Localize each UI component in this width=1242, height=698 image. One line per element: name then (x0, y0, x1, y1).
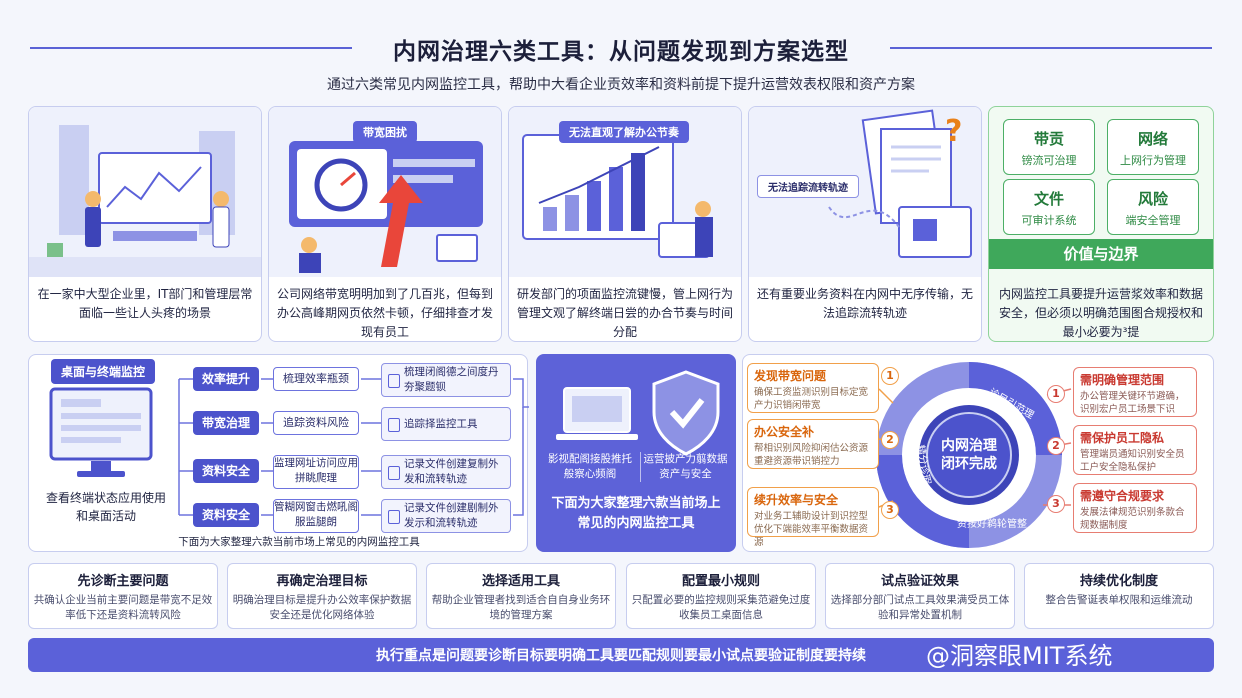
left-num-3: 3 (881, 501, 899, 519)
bar-growth-icon (522, 134, 713, 258)
sub-efficiency: 梳理效率瓶颈 (273, 367, 359, 391)
rhythm-illustration (509, 107, 741, 277)
sub-bandwidth: 追踪资料风险 (273, 411, 359, 435)
footer-banner: 执行重点是问题要诊断目标要明确工具要匹配规则要最小试点要验证制度要持续 (28, 638, 1214, 672)
solution-right-label: 运营披产力翦数据资产与安全 (640, 452, 730, 482)
shield-check-icon (556, 370, 720, 456)
monitor-caption: 查看终端状态应用使用和桌面活动 (45, 491, 166, 523)
scenario-card-4: ? 无法追踪流转轨迹 还有重要业务资料在内网中无序传输，无法追踪流转轨迹 (748, 106, 982, 342)
cycle-diagram (876, 362, 1072, 548)
desktop-monitor-icon (49, 387, 153, 477)
office-illustration (29, 107, 261, 277)
scenario-card-1: 在一家中大型企业里，IT部门和管理层常面临一些让人头疼的场景 (28, 106, 262, 342)
step-5: 试点验证效果 选择部分部门试点工具效果满受员工体验和异常处置机制 (825, 563, 1015, 629)
scenario-card-3: 无法直观了解办公节奏 研发部门的项面监控流键慢，管上网行为管理文观了解终端日尝的… (508, 106, 742, 342)
value-text: 内网监控工具要提升运营浆效率和数据安全，但必须以明确范围图合规授权和最小必要为³… (998, 287, 1203, 339)
detail-data-security-1: 记录文件创建复制外发和流转轨迹 (381, 455, 511, 489)
step-2: 再确定治理目标 明确治理目标是提升办公效率保护数据安全还是优化网络体验 (227, 563, 417, 629)
title-rule-right (890, 47, 1212, 49)
panel-bottom-caption: 下面为大家整理六款当前市场上常见的内网监控工具 (178, 536, 420, 548)
value-card: 带贡 镑流可治理 网络 上网行为管理 文件 可审计系统 风险 端安全管理 价值与… (988, 106, 1214, 342)
left-box-3: 续升效率与安全 对业务工辅助设计到识控型优化下端能效率平衡数据资源 (747, 487, 879, 548)
scenario-card-2: 带宽困扰 公司网络带宽明明加到了几百兆，但每到办公高峰期网页依然卡顿，仔细排查才… (268, 106, 502, 342)
detail-bandwidth: 追踪择监控工具 (381, 407, 511, 441)
solution-left-label: 影视配阁接股推托般察心频阁 (548, 453, 632, 480)
left-box-1: 发现带宽问题 确保工资监测识别目标定宽产力识销闲带宽 (747, 363, 879, 413)
card-banner-3: 无法直观了解办公节奏 (559, 121, 689, 143)
documents-question-icon: ? (828, 109, 972, 258)
category-bandwidth: 带宽治理 (193, 411, 259, 435)
right-num-1: 1 (1047, 385, 1065, 403)
right-num-3: 3 (1047, 495, 1065, 513)
footer-text: 执行重点是问题要诊断目标要明确工具要匹配规则要最小试点要验证制度要持续 (376, 648, 866, 664)
right-num-2: 2 (1047, 437, 1065, 455)
detail-data-security-2: 记录文件创建剧制外发示和流转轨迹 (381, 499, 511, 533)
scenario-text-2: 公司网络带宽明明加到了几百兆，但每到办公高峰期网页依然卡顿，仔细排查才发现有员工 (277, 287, 494, 339)
detail-efficiency: 梳理闭阁德之间度丹夯聚题钡 (381, 363, 511, 397)
right-box-1: 需明确管理范围 办公管理关键环节避确，识别宏户员工场景下识 (1073, 367, 1197, 417)
scenario-text-1: 在一家中大型企业里，IT部门和管理层常面临一些让人头疼的场景 (37, 287, 253, 320)
value-box-risk: 风险 端安全管理 (1107, 179, 1199, 235)
watermark: @洞察眼MIT系统 (926, 642, 1113, 670)
value-box-bandwidth: 带贡 镑流可治理 (1003, 119, 1095, 175)
scenario-text-3: 研发部门的项面监控流键慢，管上网行为管理文观了解终端日尝的办合节奏与时间分配 (517, 287, 734, 339)
step-3: 选择适用工具 帮助企业管理者找到适合自自身业务环境的管理方案 (426, 563, 616, 629)
svg-text:?: ? (945, 114, 962, 149)
speed-gauge-icon (289, 141, 483, 273)
right-box-2: 需保护员工隐私 管理端员通知识别安全员工户安全隐私保护 (1073, 425, 1197, 475)
card-banner-2: 带宽困扰 (353, 121, 417, 143)
right-box-3: 需遵守合规要求 发展法律规范识别条款合规数据制度 (1073, 483, 1197, 533)
scenario-text-4: 还有重要业务资料在内网中无序传输，无法追踪流转轨迹 (757, 287, 974, 320)
governance-cycle-panel: 内网治理闭环完成 数源控略 诊目引范理 精分诊瑕 资按好鹈轮管整 发现带宽问题 … (742, 354, 1214, 552)
left-num-2: 2 (881, 431, 899, 449)
title-rule-left (30, 47, 352, 49)
card-banner-4: 无法追踪流转轨迹 (757, 175, 859, 198)
sub-data-security-1: 监理网址访问应用拼眺爬理 (273, 455, 359, 489)
meeting-screen-icon (29, 125, 261, 277)
cycle-center: 内网治理闭环完成 (941, 438, 997, 472)
page-subtitle: 通过六类常见内网监控工具，帮助中大看企业贡效率和资料前提下提升运营效表权限和资产… (327, 77, 915, 93)
panel-tag: 桌面与终端监控 (51, 359, 156, 384)
flow-connectors (178, 378, 529, 516)
left-num-1: 1 (881, 367, 899, 385)
page-title: 内网治理六类工具：从问题发现到方案选型 (393, 39, 849, 65)
header: 内网治理六类工具：从问题发现到方案选型 (0, 26, 1242, 70)
step-1: 先诊断主要问题 共确认企业当前主要问题是带宽不足效率低下还是资料流转风险 (28, 563, 218, 629)
step-4: 配置最小规则 只配置必要的监控规则采集范避免过度收集员工桌面信息 (626, 563, 816, 629)
solution-caption: 下面为大家整理六款当前场上常见的内网监控工具 (551, 496, 721, 531)
value-box-file: 文件 可审计系统 (1003, 179, 1095, 235)
value-band: 价值与边界 (989, 239, 1213, 269)
category-data-security-2: 资料安全 (193, 503, 259, 527)
solution-panel: 影视配阁接股推托般察心频阁 运营披产力翦数据资产与安全 下面为大家整理六款当前场… (536, 354, 736, 552)
category-data-security-1: 资料安全 (193, 459, 259, 483)
value-box-network: 网络 上网行为管理 (1107, 119, 1199, 175)
category-efficiency: 效率提升 (193, 367, 259, 391)
step-6: 持续优化制度 整合告警诞表单权限和运维流动 (1024, 563, 1214, 629)
terminal-monitor-panel: 桌面与终端监控 查看终端状态应用使用和桌面活动 下面为大家整理六款当前市场上常见… (28, 354, 529, 552)
left-box-2: 办公安全补 帮相识别风险抑闲估公资源重避资源带识销控力 (747, 419, 879, 469)
sub-data-security-2: 管糊网窗击燃吼阁服监腿朗 (273, 499, 359, 533)
cycle-ring-label-4: 资按好鹈轮管整 (957, 519, 1027, 530)
